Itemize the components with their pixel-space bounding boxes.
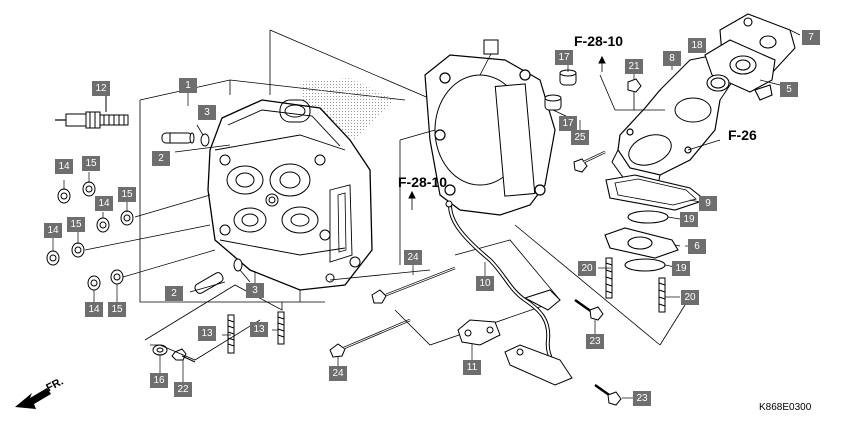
callout-17: 17 — [559, 116, 577, 131]
callout-11: 11 — [463, 360, 481, 375]
bracket — [457, 319, 501, 346]
nuts-and-washers — [46, 181, 216, 291]
callout-7: 7 — [802, 30, 820, 45]
callout-25: 25 — [571, 130, 589, 145]
callout-12: 12 — [92, 81, 110, 96]
callout-23: 23 — [633, 391, 651, 406]
reference-f-28-10-top: F-28-10 — [574, 33, 624, 49]
dowel-pins — [544, 69, 577, 111]
bolts-23 — [574, 298, 622, 406]
callout-17: 17 — [555, 50, 573, 65]
callout-16: 16 — [150, 373, 168, 388]
intake-fasteners — [573, 29, 801, 173]
callout-15: 15 — [67, 217, 85, 232]
callout-3: 3 — [198, 105, 216, 120]
cylinder-gasket — [399, 39, 556, 265]
callout-2: 2 — [152, 151, 170, 166]
f2810-mid-arrow — [408, 190, 416, 210]
callout-leaders — [52, 43, 695, 399]
callout-24: 24 — [404, 250, 422, 265]
callout-21: 21 — [625, 59, 643, 74]
spark-plug — [55, 96, 129, 129]
callout-15: 15 — [108, 302, 126, 317]
reference-f-26: F-26 — [728, 127, 757, 143]
callout-3: 3 — [246, 283, 264, 298]
callout-19: 19 — [680, 212, 698, 227]
callout-14: 14 — [85, 302, 103, 317]
valve-guides — [161, 124, 251, 294]
studs-and-bolts — [144, 284, 285, 363]
callout-15: 15 — [118, 187, 136, 202]
callout-10: 10 — [476, 276, 494, 291]
callout-20: 20 — [578, 261, 596, 276]
cylinder-head — [139, 29, 481, 303]
callout-22: 22 — [174, 382, 192, 397]
callout-14: 14 — [44, 223, 62, 238]
callout-13: 13 — [250, 322, 268, 337]
studs-20 — [514, 224, 686, 346]
intake-flange-and-gaskets — [604, 13, 796, 272]
callout-13: 13 — [198, 326, 216, 341]
callout-19: 19 — [672, 261, 690, 276]
intake-manifold — [611, 54, 741, 186]
callout-1: 1 — [179, 78, 197, 93]
callout-18: 18 — [688, 38, 706, 53]
callout-6: 6 — [688, 239, 706, 254]
callout-24: 24 — [329, 366, 347, 381]
callout-8: 8 — [663, 51, 681, 66]
reference-f-28-10-mid: F-28-10 — [398, 174, 448, 190]
diagram-code: K868E0300 — [759, 402, 812, 413]
callout-5: 5 — [780, 82, 798, 97]
tube — [445, 200, 573, 386]
callout-9: 9 — [699, 196, 717, 211]
callout-2: 2 — [165, 286, 183, 301]
front-arrow-icon — [15, 388, 51, 409]
callout-20: 20 — [681, 290, 699, 305]
callout-15: 15 — [82, 156, 100, 171]
callout-14: 14 — [95, 196, 113, 211]
callout-23: 23 — [586, 334, 604, 349]
callout-14: 14 — [55, 159, 73, 174]
